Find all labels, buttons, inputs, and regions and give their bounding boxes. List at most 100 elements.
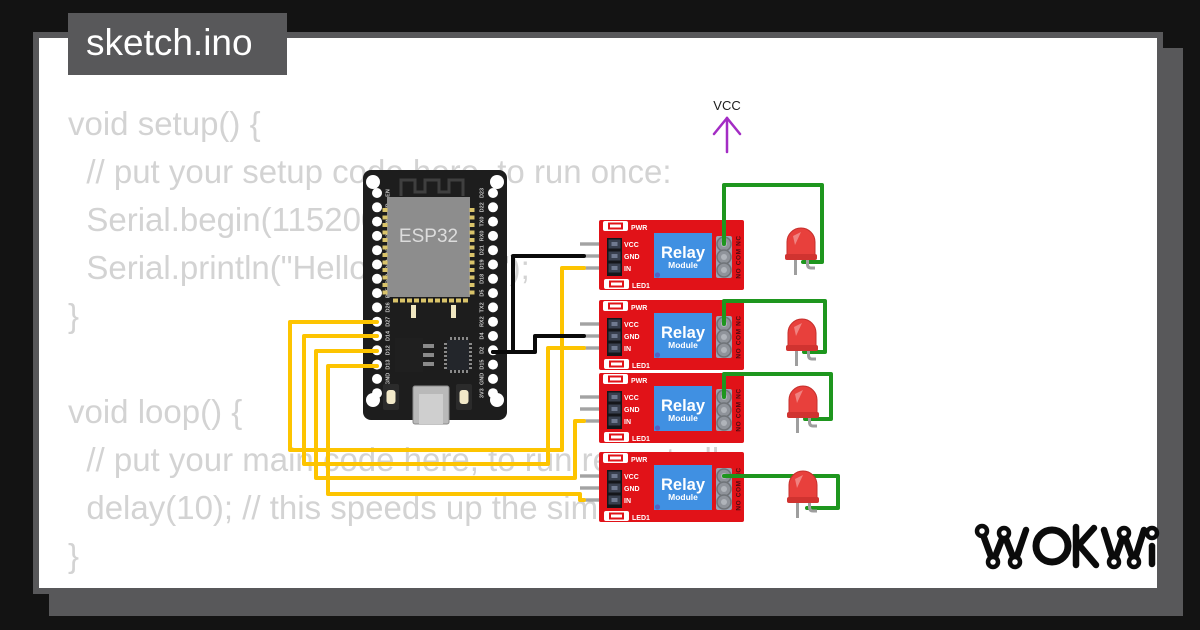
svg-text:D5: D5 [479,290,485,297]
svg-text:IN: IN [624,266,631,273]
svg-text:VCC: VCC [624,395,639,402]
svg-text:Relay: Relay [661,244,706,262]
svg-text:D15: D15 [479,360,485,370]
svg-text:LED1: LED1 [632,283,650,290]
terminal-labels: NO COM NC [736,388,743,431]
wokwi-logo [974,523,1160,570]
wire-led4-load [722,474,840,510]
svg-text:PWR: PWR [631,457,647,464]
svg-text:D21: D21 [479,245,485,255]
svg-text:GND: GND [624,407,640,414]
esp32-label: ESP32 [399,226,458,247]
svg-text:D12: D12 [385,345,391,355]
status-led [604,279,629,289]
code-line-5: } [68,297,80,334]
svg-text:Module: Module [668,260,698,270]
wire-relay1-in [288,266,586,452]
svg-text:GND: GND [624,334,640,341]
svg-text:D27: D27 [385,317,391,327]
relay-box [654,313,712,358]
status-led [604,432,629,442]
sketch-tab-label: sketch.ino [86,22,253,63]
vcc-symbol: VCC [712,98,742,154]
svg-text:VCC: VCC [624,322,639,329]
svg-text:Module: Module [668,492,698,502]
led-4 [787,470,819,518]
svg-text:VCC: VCC [624,474,639,481]
svg-text:PWR: PWR [631,378,647,385]
pwr-led [603,301,628,311]
svg-text:Relay: Relay [661,397,706,415]
terminal-labels: NO COM NC [736,315,743,358]
esp32-board: END23VPD22VNTX0D34RX0D35D21D32D19D33D18D… [363,170,507,425]
led-1 [785,227,817,275]
svg-text:D26: D26 [385,302,391,312]
pwr-led [603,453,628,463]
relay-box [654,233,712,278]
svg-text:PWR: PWR [631,225,647,232]
svg-text:GND: GND [385,373,391,385]
relay-box [654,465,712,510]
svg-text:D13: D13 [385,360,391,370]
esp32-module [387,197,470,297]
boot-button [383,384,399,410]
svg-text:D2: D2 [479,347,485,354]
led-3 [787,385,819,433]
svg-text:Module: Module [668,413,698,423]
svg-text:TX2: TX2 [479,302,485,312]
svg-text:TX0: TX0 [479,217,485,227]
sketch-tab: sketch.ino [68,13,287,75]
svg-text:3V3: 3V3 [479,388,485,398]
pwr-led [603,221,628,231]
svg-text:Relay: Relay [661,476,706,494]
svg-text:RX0: RX0 [479,231,485,242]
terminal-labels: NO COM NC [736,235,743,278]
terminal-labels: NO COM NC [736,467,743,510]
svg-text:GND: GND [624,486,640,493]
status-led [604,359,629,369]
svg-text:LED1: LED1 [632,515,650,522]
code-line-7: void loop() { [68,393,243,430]
svg-text:IN: IN [624,346,631,353]
svg-text:Relay: Relay [661,324,706,342]
wire-relay2-in [302,334,586,466]
status-led [604,511,629,521]
svg-text:Module: Module [668,340,698,350]
svg-text:LED1: LED1 [632,363,650,370]
svg-text:GND: GND [479,373,485,385]
svg-text:LED1: LED1 [632,436,650,443]
svg-text:IN: IN [624,419,631,426]
svg-text:IN: IN [624,498,631,505]
svg-text:RX2: RX2 [479,316,485,327]
code-line-3: Serial.begin(115200); [68,201,400,238]
svg-text:D14: D14 [385,330,391,341]
svg-text:D22: D22 [479,202,485,212]
wire-led3-load [722,372,833,421]
svg-text:EN: EN [385,189,391,197]
code-line-1: void setup() { [68,105,261,142]
svg-text:D4: D4 [479,332,485,340]
flash-chip [444,337,472,373]
usb-connector [412,385,450,425]
code-line-10: } [68,537,80,574]
wire-relay2-gnd [491,334,586,354]
wire-relay4-in [326,364,586,502]
pwr-led [603,374,628,384]
wire-led2-load [722,299,827,354]
svg-text:GND: GND [624,254,640,261]
svg-text:PWR: PWR [631,305,647,312]
relay-box [654,386,712,431]
svg-text:VCC: VCC [624,242,639,249]
wire-led1-load [722,183,824,264]
svg-text:D23: D23 [479,188,485,198]
voltage-regulator [395,338,423,372]
code-line-2: // put your setup code here, to run once… [86,153,672,190]
vcc-label: VCC [713,98,740,113]
led-2 [786,318,818,366]
